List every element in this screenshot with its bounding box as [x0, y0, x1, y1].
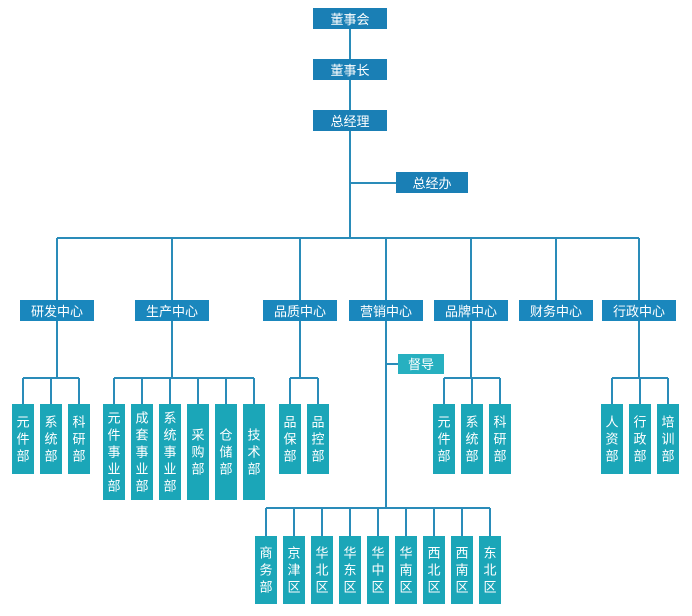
dept-sales-8: 东北区 — [479, 536, 501, 604]
center-sales-label: 营销中心 — [360, 305, 412, 320]
chairman-node: 董事长 — [313, 59, 387, 80]
dept-sales-3: 华东区 — [339, 536, 361, 604]
dept-qa-0-label: 品保部 — [283, 416, 296, 465]
dept-sales-7: 西南区 — [451, 536, 473, 604]
dept-sales-6-label: 西北区 — [427, 547, 440, 596]
dept-sales-4-label: 华中区 — [371, 547, 384, 596]
dept-sales-5-label: 华南区 — [399, 547, 412, 596]
dept-sales-2: 华北区 — [311, 536, 333, 604]
dept-prod-0: 元件事业部 — [103, 404, 125, 500]
dept-brand-2-label: 科研部 — [493, 416, 506, 465]
center-admin: 行政中心 — [602, 300, 676, 321]
general-manager-node: 总经理 — [313, 110, 387, 131]
dept-admin-2: 培训部 — [657, 404, 679, 474]
center-brand-label: 品牌中心 — [445, 304, 497, 320]
dept-rd-0: 元件部 — [12, 404, 34, 474]
dept-admin-2-label: 培训部 — [661, 415, 674, 465]
dept-sales-1-label: 京津区 — [287, 547, 300, 596]
dept-rd-1: 系统部 — [40, 404, 62, 474]
center-qa: 品质中心 — [263, 300, 337, 321]
dept-rd-2-label: 科研部 — [72, 416, 85, 465]
center-rd-label: 研发中心 — [31, 304, 83, 320]
dept-rd-1-label: 系统部 — [44, 416, 57, 465]
dept-brand-0-label: 元件部 — [437, 416, 450, 465]
dept-sales-6: 西北区 — [423, 536, 445, 604]
dept-brand-1: 系统部 — [461, 404, 483, 474]
dept-prod-4-label: 仓储部 — [219, 429, 232, 478]
departments: 元件部 系统部 科研部 元件事业部 成套事业部 系统事业部 采购部 仓储部 技术部 品保部 品控部商… — [12, 404, 679, 604]
dept-sales-5: 华南区 — [395, 536, 417, 604]
dept-qa-1: 品控部 — [307, 404, 329, 474]
dept-brand-2: 科研部 — [489, 404, 511, 474]
dept-admin-0: 人资部 — [601, 404, 623, 474]
dept-prod-5-label: 技术部 — [247, 429, 260, 478]
dept-admin-1: 行政部 — [629, 404, 651, 474]
dept-sales-8-label: 东北区 — [483, 547, 496, 596]
dept-prod-4: 仓储部 — [215, 404, 237, 500]
dept-prod-2: 系统事业部 — [159, 404, 181, 500]
dept-prod-2-label: 系统事业部 — [163, 412, 176, 495]
dept-rd-0-label: 元件部 — [16, 416, 29, 465]
dept-brand-0: 元件部 — [433, 404, 455, 474]
general-manager-label: 总经理 — [330, 115, 369, 130]
center-rd: 研发中心 — [20, 300, 94, 321]
supervisor-label: 督导 — [408, 358, 434, 373]
dept-qa-0: 品保部 — [279, 404, 301, 474]
dept-admin-0-label: 人资部 — [605, 416, 618, 465]
dept-sales-3-label: 华东区 — [343, 547, 356, 596]
dept-rd-2: 科研部 — [68, 404, 90, 474]
dept-prod-5: 技术部 — [243, 404, 265, 500]
center-prod: 生产中心 — [135, 300, 209, 321]
center-admin-label: 行政中心 — [613, 305, 665, 320]
dept-prod-1: 成套事业部 — [131, 404, 153, 500]
dept-sales-4: 华中区 — [367, 536, 389, 604]
center-qa-label: 品质中心 — [274, 305, 326, 320]
gm-office-node: 总经办 — [396, 172, 468, 193]
board-label: 董事会 — [330, 13, 369, 28]
supervisor-node: 督导 — [398, 354, 444, 374]
center-brand: 品牌中心 — [434, 300, 508, 321]
chairman-label: 董事长 — [330, 64, 369, 79]
dept-sales-1: 京津区 — [283, 536, 305, 604]
dept-prod-0-label: 元件事业部 — [107, 412, 120, 495]
dept-prod-3: 采购部 — [187, 404, 209, 500]
dept-sales-2-label: 华北区 — [315, 547, 328, 596]
dept-sales-0: 商务部 — [255, 536, 277, 604]
dept-qa-1-label: 品控部 — [311, 416, 324, 465]
center-sales: 营销中心 — [349, 300, 423, 321]
center-finance: 财务中心 — [519, 300, 593, 321]
board-node: 董事会 — [313, 8, 387, 29]
center-finance-label: 财务中心 — [530, 304, 582, 320]
dept-prod-1-label: 成套事业部 — [135, 412, 148, 495]
gm-office-label: 总经办 — [412, 177, 451, 192]
dept-brand-1-label: 系统部 — [465, 416, 478, 465]
dept-sales-0-label: 商务部 — [259, 547, 272, 596]
dept-prod-3-label: 采购部 — [191, 429, 204, 478]
connector-lines — [22, 29, 669, 536]
center-prod-label: 生产中心 — [146, 305, 198, 320]
dept-sales-7-label: 西南区 — [455, 547, 468, 596]
dept-admin-1-label: 行政部 — [633, 416, 646, 465]
